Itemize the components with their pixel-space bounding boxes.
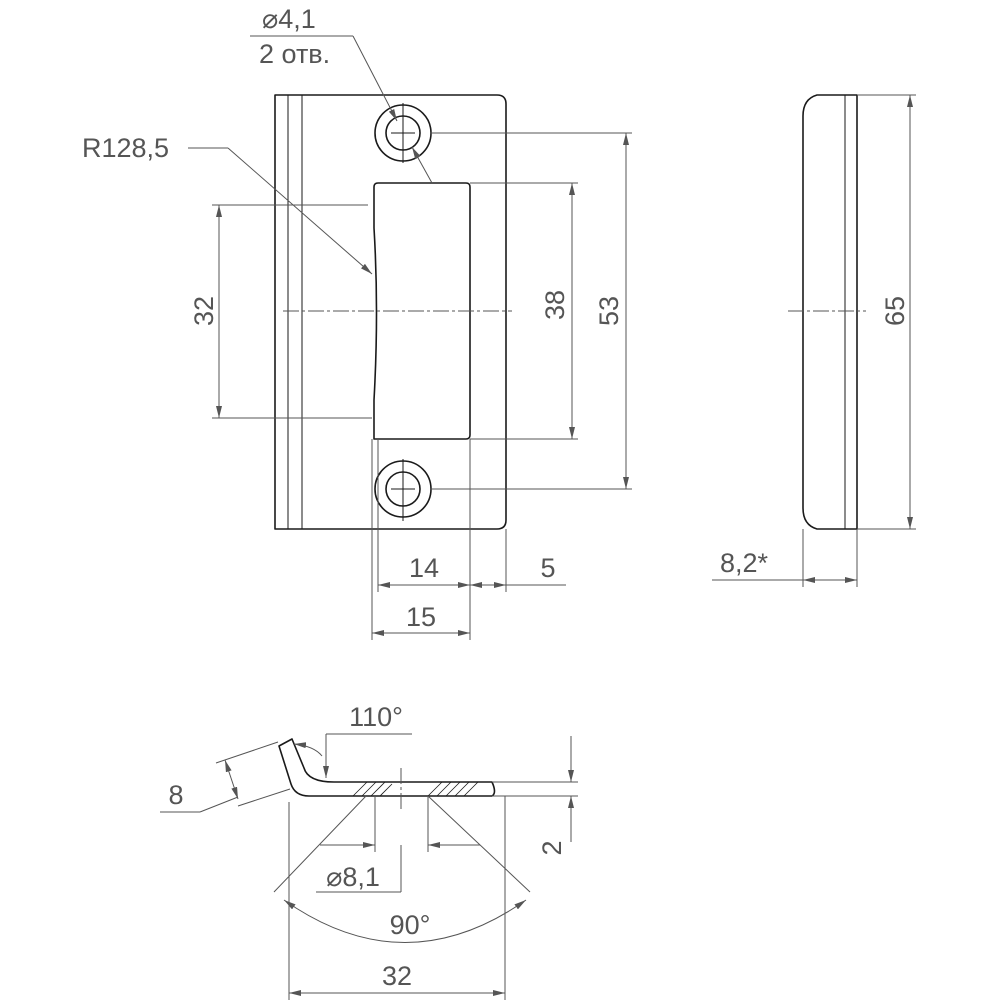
label-angle-90: 90° — [390, 910, 431, 940]
label-hole-diameter: ⌀4,1 — [262, 4, 316, 34]
dimension-labels: ⌀4,1 2 отв. R128,5 32 38 53 65 14 5 15 8… — [82, 4, 910, 991]
label-dim-8-2: 8,2* — [720, 548, 769, 578]
section-view — [278, 738, 496, 812]
label-dim-5: 5 — [540, 553, 555, 583]
label-dim-65: 65 — [880, 296, 910, 326]
label-dim-8: 8 — [168, 780, 183, 810]
latch-opening — [373, 182, 471, 440]
side-view — [788, 94, 866, 530]
label-hole-diameter-bottom: ⌀8,1 — [326, 862, 380, 892]
front-view — [274, 94, 512, 530]
screw-hole-bottom — [374, 459, 432, 521]
label-dim-14: 14 — [409, 553, 439, 583]
label-radius: R128,5 — [82, 133, 169, 163]
section-hatch — [352, 781, 479, 797]
label-dim-15: 15 — [406, 602, 436, 632]
label-dim-32-vertical: 32 — [189, 296, 219, 326]
label-hole-count: 2 отв. — [259, 39, 330, 69]
label-dim-53: 53 — [594, 296, 624, 326]
side-profile — [802, 94, 858, 530]
label-angle-110: 110° — [349, 702, 403, 732]
dimensions — [160, 35, 916, 1000]
section-outline — [278, 738, 496, 797]
label-dim-2: 2 — [537, 840, 567, 855]
label-dim-32-horizontal: 32 — [382, 961, 412, 991]
label-dim-38: 38 — [540, 290, 570, 320]
strike-plate-outline — [274, 94, 507, 530]
screw-hole-top — [374, 103, 432, 163]
